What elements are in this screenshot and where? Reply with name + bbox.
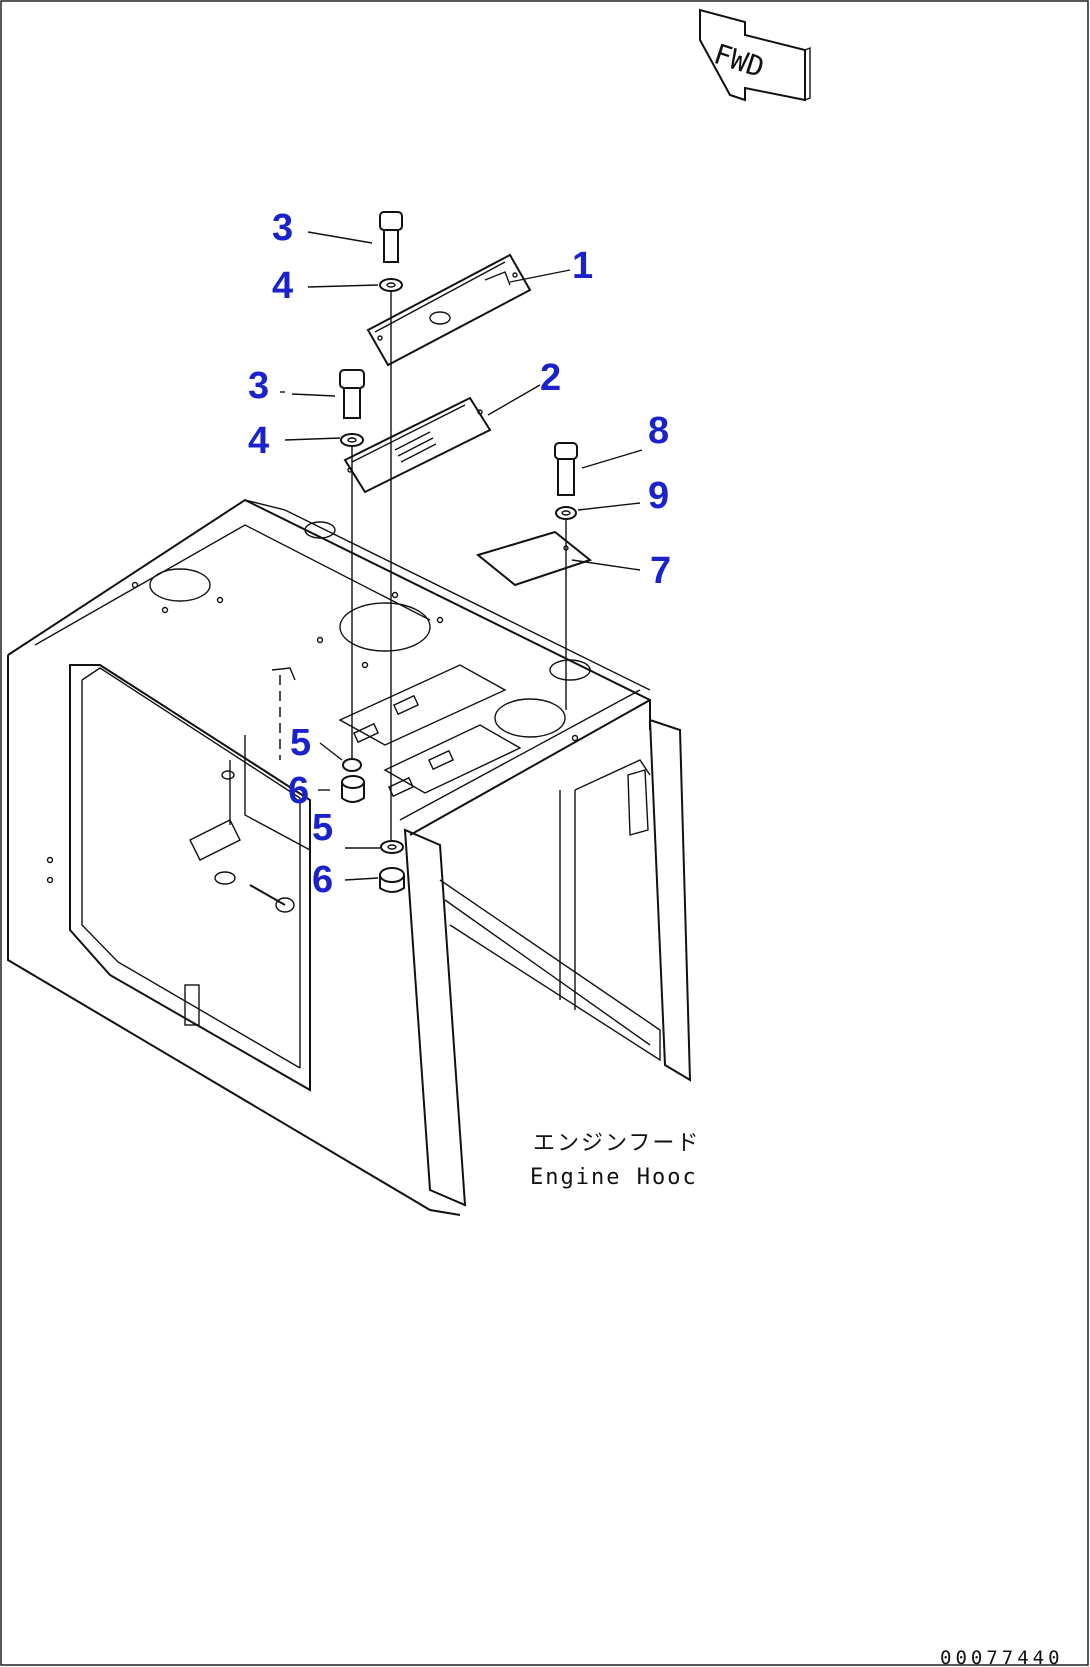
callout-3-lower: 3 (248, 365, 269, 407)
callout-8: 8 (648, 410, 669, 452)
cover-plate-7 (475, 530, 593, 587)
callout-1: 1 (572, 245, 593, 287)
washer-9 (555, 506, 577, 520)
callout-7: 7 (650, 550, 671, 592)
callout-5-right: 5 (312, 807, 333, 849)
callout-5-left: 5 (290, 722, 311, 764)
nut-5-right (380, 840, 404, 854)
drawing-code: 00077440 (940, 1647, 1064, 1667)
washer-4-upper (379, 278, 403, 292)
spacer-6-right (379, 867, 405, 893)
callout-2: 2 (540, 357, 561, 399)
cover-plate-2 (343, 396, 492, 494)
spacer-6-left (341, 775, 365, 803)
fwd-label: FWD (710, 37, 768, 84)
washer-4-lower (340, 433, 364, 447)
callout-4-upper: 4 (272, 265, 293, 307)
assembly-label-english: Engine Hooc (530, 1165, 698, 1190)
bolt-3-upper (379, 211, 403, 263)
fwd-arrow-icon: FWD (699, 8, 811, 102)
callout-3-upper: 3 (272, 207, 293, 249)
callout-leaders (280, 231, 643, 881)
cover-plate-1 (366, 253, 532, 367)
bolt-8 (554, 442, 578, 496)
callout-6-right: 6 (312, 859, 333, 901)
assembly-centerlines (351, 290, 567, 840)
callout-numbers: 1 2 3 4 3 4 5 6 5 6 7 8 9 (248, 207, 671, 901)
callout-4-lower: 4 (248, 420, 269, 462)
assembly-label-japanese: エンジンフード (533, 1131, 700, 1156)
callout-9: 9 (648, 475, 669, 517)
bolt-3-lower (339, 369, 365, 419)
callout-6-left: 6 (288, 770, 309, 812)
engine-hood-frame (7, 498, 692, 1216)
nut-5-left (342, 758, 362, 772)
